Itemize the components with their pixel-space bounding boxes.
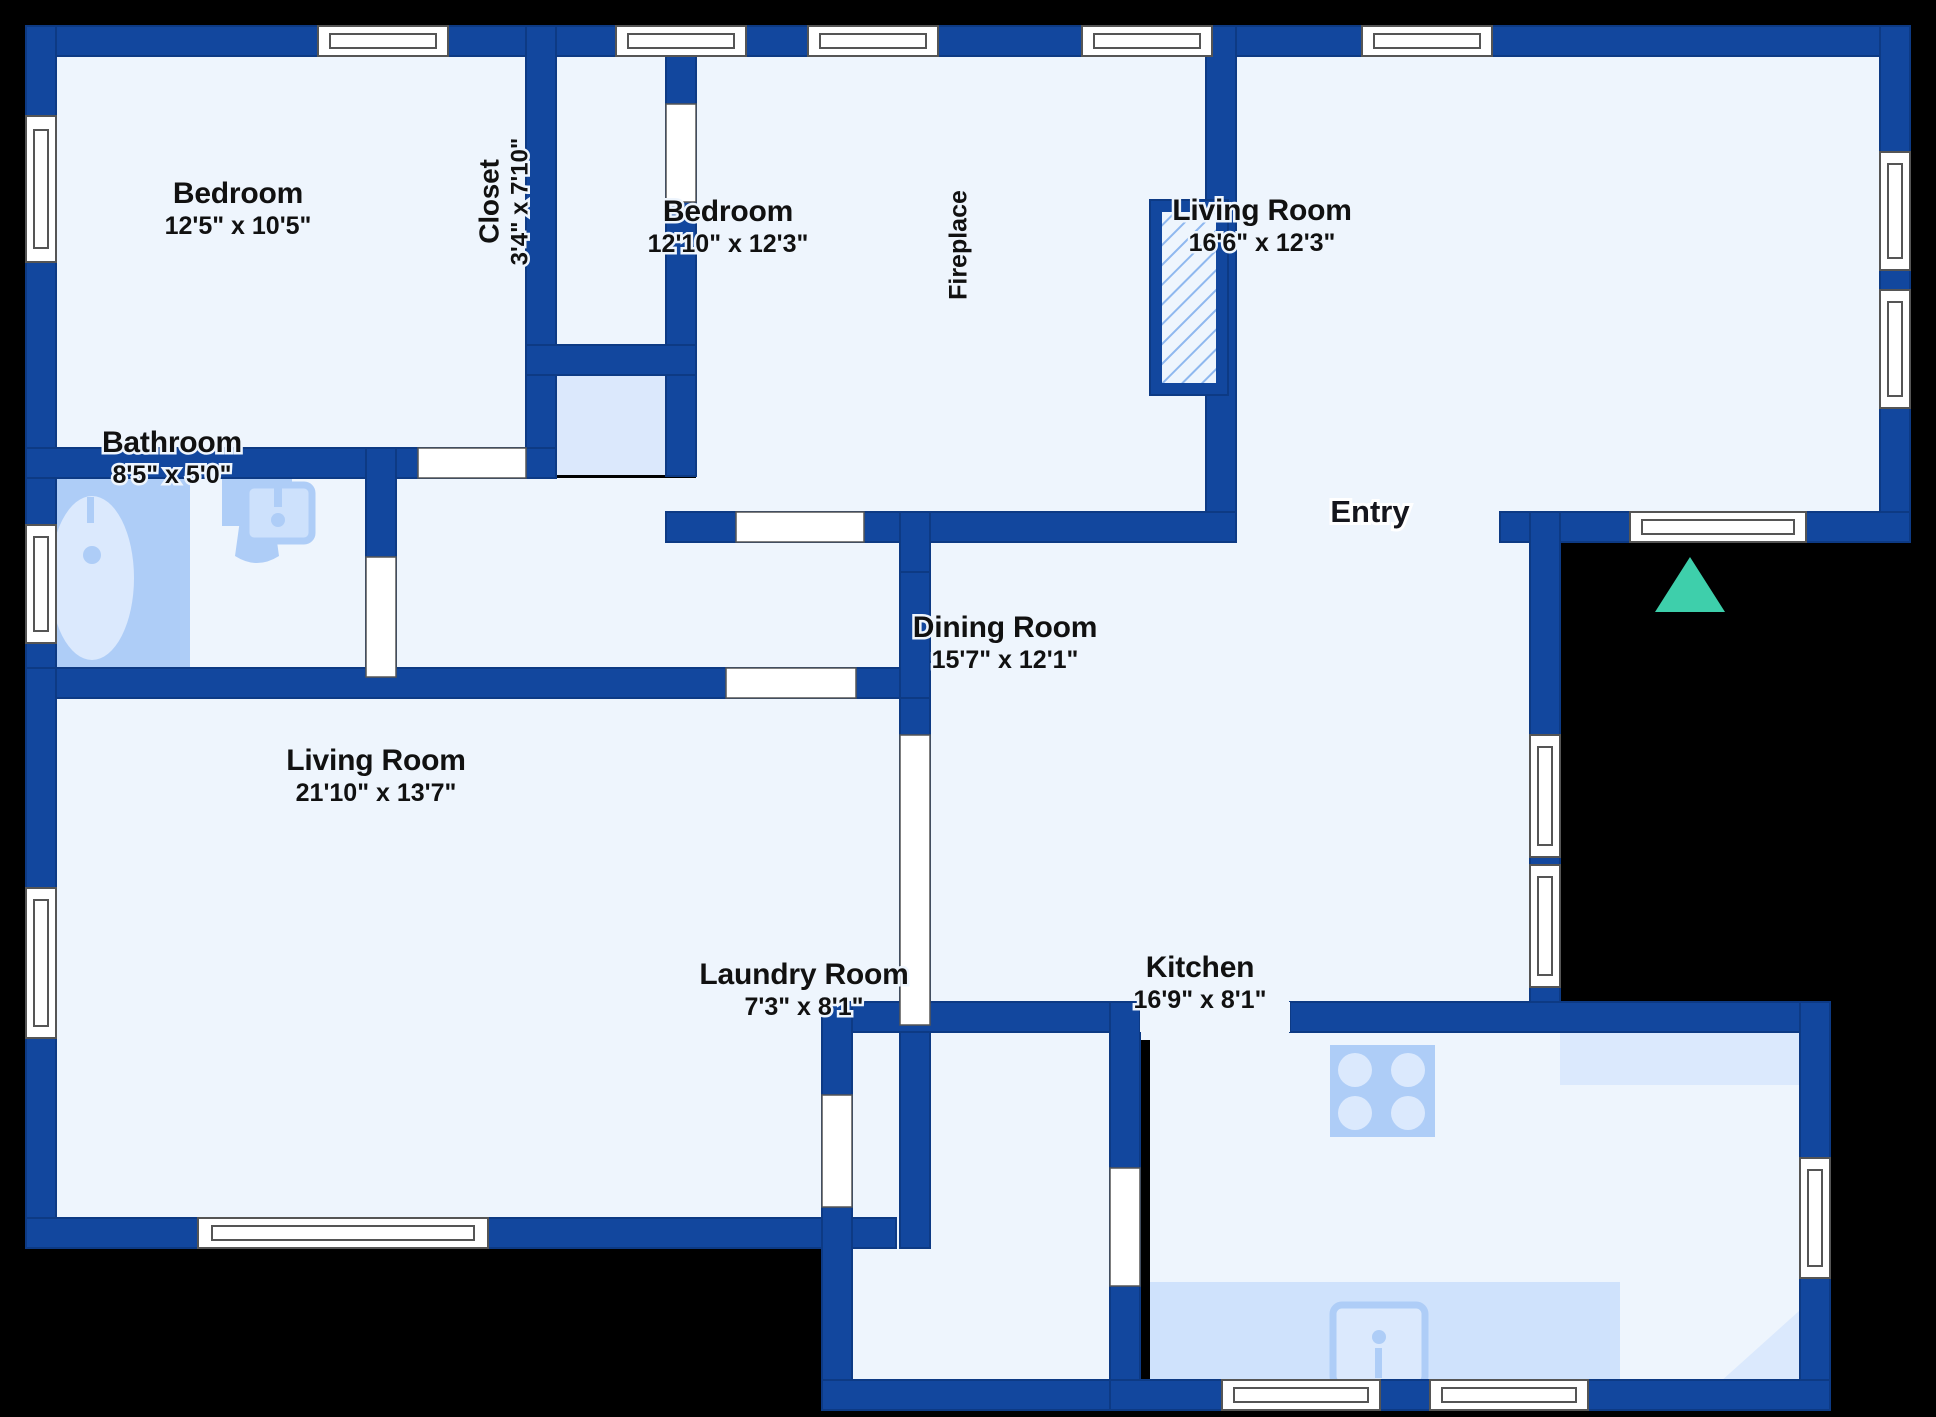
window-living1-right-2	[1879, 289, 1911, 409]
toilet-flush-icon	[271, 513, 285, 527]
stove-burner-icon	[1338, 1053, 1372, 1087]
wall-closet-bottom	[525, 344, 697, 376]
doorway-laundry-left	[821, 1094, 853, 1208]
wall-laundry-bottom	[821, 1379, 1141, 1411]
doorway-bedroom2	[735, 511, 865, 543]
entry-triangle-icon	[1655, 557, 1725, 612]
floor-dining-room	[930, 540, 1560, 1040]
doorway-dining-kitchen	[1140, 1002, 1290, 1032]
doorway-hall-living2	[725, 667, 857, 699]
floor-living-room-1	[1236, 30, 1906, 540]
window-kitchen-bottom-1	[1221, 1379, 1381, 1411]
doorway-living2-dining	[899, 734, 931, 1026]
kitchen-sink-drain-icon	[1372, 1330, 1386, 1344]
window-living1-right-1	[1879, 151, 1911, 271]
wall-laundry-top	[821, 1001, 1141, 1033]
window-entry-top	[1629, 511, 1807, 543]
window-bedroom1-top	[317, 25, 449, 57]
stove-burner-icon	[1391, 1096, 1425, 1130]
doorway-bedroom1	[417, 447, 527, 479]
window-living1-top-1	[1081, 25, 1213, 57]
fireplace	[1149, 199, 1229, 396]
floor-hall	[390, 478, 930, 678]
kitchen-corner-chamfer	[1700, 1285, 1828, 1400]
wall-kitchen-top	[1289, 1001, 1831, 1033]
bathtub-icon	[50, 496, 134, 660]
bathtub-drain-icon	[83, 546, 101, 564]
window-bedroom2-top	[615, 25, 747, 57]
floor-bedroom-1	[30, 30, 550, 478]
toilet-tank-icon	[274, 485, 282, 507]
entry-marker	[1655, 557, 1725, 612]
wall-living1-right	[1879, 25, 1911, 543]
fireplace-hearth	[1162, 212, 1216, 383]
window-kitchen-bottom-2	[1429, 1379, 1589, 1411]
stove-burner-icon	[1391, 1053, 1425, 1087]
wall-closet-bedroom2	[665, 25, 697, 477]
window-kitchen-right	[1799, 1157, 1831, 1279]
wall-bedroom1-closet	[525, 25, 557, 479]
wall-bathroom-top	[25, 447, 397, 479]
windows	[25, 25, 1911, 1411]
window-bathroom-left	[25, 524, 57, 644]
wall-dining-left-upper	[899, 511, 931, 573]
doorway-laundry-kitchen	[1109, 1167, 1141, 1287]
fireplace-label: Fireplace	[943, 188, 975, 302]
floor-living-room-2	[30, 678, 930, 1240]
window-living1-top-2	[1361, 25, 1493, 57]
floor-bedroom-2	[696, 30, 1236, 540]
kitchen-sink-faucet-icon	[1375, 1348, 1382, 1378]
doorways	[365, 103, 1290, 1287]
wall-top-exterior	[25, 25, 1911, 57]
window-dining-right-1	[1529, 734, 1561, 858]
window-dining-right-2	[1529, 864, 1561, 988]
doorway-hall-bathroom	[365, 556, 397, 678]
kitchen-upper-band	[1560, 1030, 1828, 1085]
doorway-closet	[665, 103, 697, 203]
stove-burner-icon	[1338, 1096, 1372, 1130]
window-bedroom2-top-2	[807, 25, 939, 57]
entry-label: Entry	[1327, 491, 1412, 532]
window-living2-left	[25, 887, 57, 1039]
room-floors	[30, 30, 1906, 1410]
window-living2-bottom	[197, 1217, 489, 1249]
window-bedroom1-left	[25, 115, 57, 263]
bathtub-faucet-icon	[87, 497, 94, 523]
